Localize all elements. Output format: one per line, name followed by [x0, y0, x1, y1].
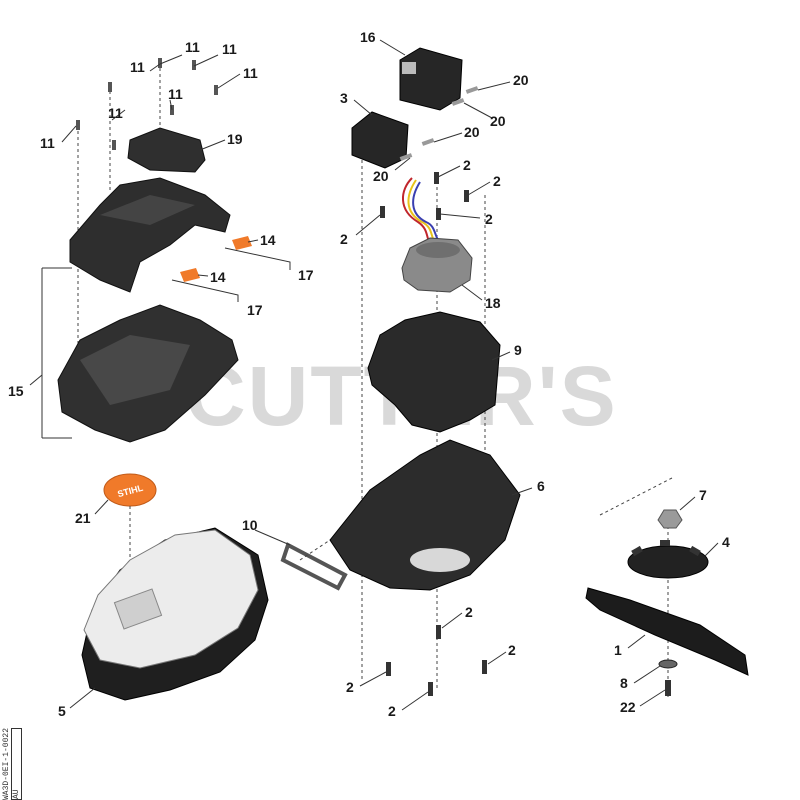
assembly-line [599, 477, 673, 516]
callout-2: 2 [493, 173, 501, 189]
drawing-code: WA3D-0EI-1-0022 AU [2, 727, 22, 800]
part-14-clip-b [180, 268, 200, 282]
callout-20: 20 [490, 113, 506, 129]
part-8-washer [658, 659, 678, 669]
part-5-shell-top [83, 529, 259, 669]
callout-2: 2 [346, 679, 354, 695]
part-6-base [329, 439, 521, 591]
part-9-housing [367, 311, 501, 433]
callout-22: 22 [620, 699, 636, 715]
callout-17: 17 [298, 267, 314, 283]
shell-control-panel [113, 588, 163, 630]
callout-9: 9 [514, 342, 522, 358]
callout-19: 19 [227, 131, 243, 147]
module-connector [402, 62, 416, 74]
callout-2: 2 [508, 642, 516, 658]
drawing-code-box: AU [11, 728, 22, 800]
callout-20: 20 [513, 72, 529, 88]
callout-11: 11 [185, 39, 200, 55]
callout-11: 11 [40, 135, 55, 151]
callout-2: 2 [485, 211, 493, 227]
callout-21: 21 [75, 510, 91, 526]
callout-2: 2 [465, 604, 473, 620]
bracket-15 [41, 267, 72, 439]
callout-20: 20 [464, 124, 480, 140]
callout-11: 11 [168, 86, 183, 102]
callout-20: 20 [373, 168, 389, 184]
callout-1: 1 [614, 642, 622, 658]
callout-2: 2 [388, 703, 396, 719]
callout-11: 11 [243, 65, 258, 81]
part-10-handle [280, 542, 348, 591]
callout-3: 3 [340, 90, 348, 106]
callout-6: 6 [537, 478, 545, 494]
callout-11: 11 [222, 41, 237, 57]
callout-7: 7 [699, 487, 707, 503]
callout-16: 16 [360, 29, 376, 45]
callout-11: 11 [130, 59, 145, 75]
callout-2: 2 [463, 157, 471, 173]
wiring-harness-yellow [407, 179, 437, 245]
screw-2-upper [380, 172, 469, 220]
screw-2-lower [386, 625, 487, 696]
callout-2: 2 [340, 231, 348, 247]
callout-8: 8 [620, 675, 628, 691]
bracket-17a [224, 247, 291, 270]
callout-5: 5 [58, 703, 66, 719]
callout-10: 10 [242, 517, 258, 533]
part-7-nut [657, 509, 683, 529]
part-14-clip-a [232, 236, 252, 250]
callout-14: 14 [210, 269, 226, 285]
upper-housing-face [100, 195, 195, 225]
part-1-blade [585, 587, 749, 676]
drawing-code-text: WA3D-0EI-1-0022 [2, 727, 11, 800]
callout-18: 18 [485, 295, 501, 311]
callout-11: 11 [108, 105, 123, 121]
motor-top [416, 242, 460, 258]
part-22-bolt [665, 680, 671, 696]
callout-14: 14 [260, 232, 276, 248]
lower-chassis-face [80, 335, 190, 405]
part-16-module [399, 47, 463, 111]
callout-labels: 11 11 11 11 11 11 11 19 14 17 14 17 15 2… [8, 29, 730, 719]
part-20-clips [399, 86, 479, 161]
leader-lines [29, 39, 719, 711]
wiring-harness-blue [412, 181, 441, 244]
fan-blades [631, 540, 701, 557]
base-opening [410, 548, 470, 572]
part-19-cover [127, 127, 206, 173]
bracket-17b [171, 279, 239, 302]
callout-17: 17 [247, 302, 263, 318]
part-3-module [351, 111, 409, 169]
callout-4: 4 [722, 534, 730, 550]
callout-15: 15 [8, 383, 24, 399]
